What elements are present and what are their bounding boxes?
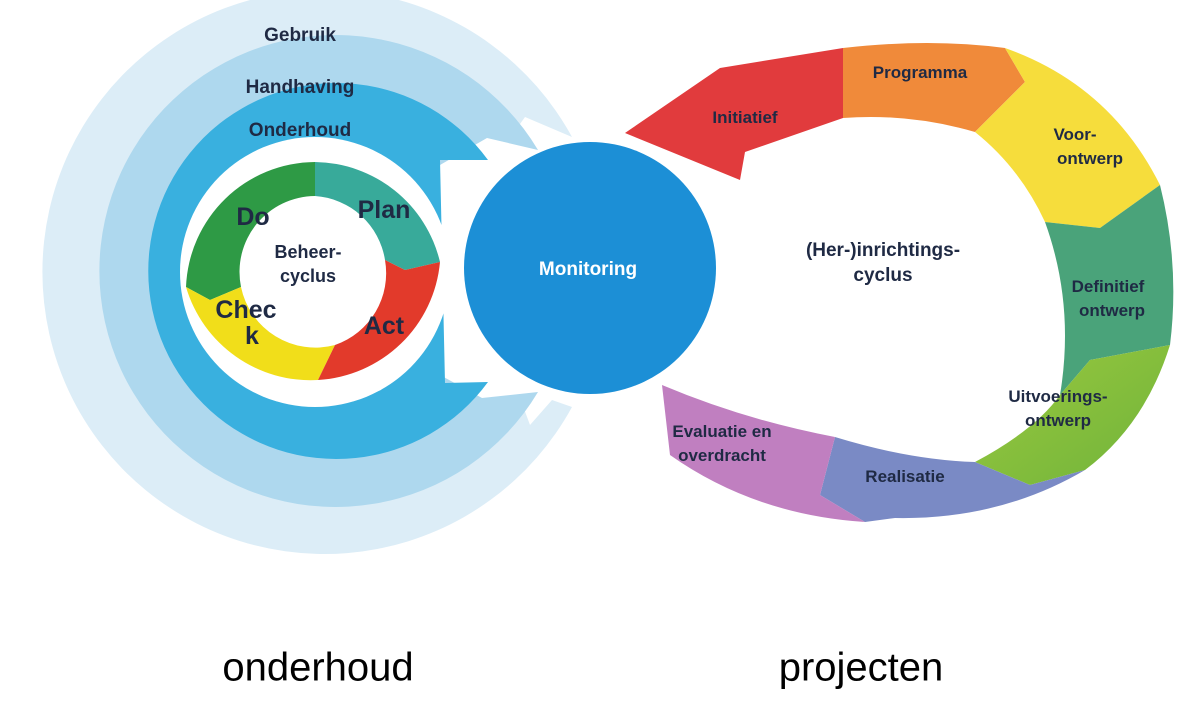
cycle-diagram: Gebruik Handhaving Onderhoud Do Plan Che…	[42, 0, 1174, 554]
ring-label-gebruik: Gebruik	[264, 25, 336, 46]
monitoring-group: Monitoring	[464, 142, 716, 394]
quadrant-label-check-1: Chec	[215, 296, 276, 324]
beheer-center-label-2: cyclus	[280, 266, 336, 286]
caption-projecten: projecten	[778, 645, 944, 690]
phase-voorontwerp	[975, 48, 1160, 228]
phase-uitvoering	[975, 345, 1170, 485]
phase-label-realisatie: Realisatie	[865, 467, 944, 486]
phase-label-evaluatie-2: overdracht	[678, 446, 766, 465]
inrichting-center-label-1: (Her-)inrichtings-	[806, 240, 960, 261]
phase-label-definitief-1: Definitief	[1072, 277, 1145, 296]
phase-label-evaluatie-1: Evaluatie en	[672, 422, 771, 441]
phase-label-definitief-2: ontwerp	[1079, 301, 1145, 320]
quadrant-label-do: Do	[236, 203, 269, 231]
monitoring-circle	[464, 142, 716, 394]
quadrant-label-act: Act	[364, 312, 405, 340]
segment-plan	[315, 162, 440, 270]
phase-label-programma: Programma	[873, 63, 968, 82]
phase-initiatief	[625, 48, 843, 180]
quadrant-label-plan: Plan	[358, 196, 411, 224]
monitoring-label: Monitoring	[539, 259, 637, 280]
caption-onderhoud: onderhoud	[222, 645, 414, 690]
ring-label-handhaving: Handhaving	[246, 77, 355, 98]
beheer-cycle-group: Gebruik Handhaving Onderhoud Do Plan Che…	[42, 0, 572, 554]
phase-label-uitvoering-1: Uitvoerings-	[1008, 387, 1107, 406]
phase-programma	[843, 43, 1025, 132]
phase-label-uitvoering-2: ontwerp	[1025, 411, 1091, 430]
phase-evaluatie	[662, 385, 865, 522]
ring-label-onderhoud: Onderhoud	[249, 120, 351, 141]
phase-definitief	[1045, 185, 1174, 395]
phase-label-voorontwerp-1: Voor-	[1053, 125, 1096, 144]
phase-realisatie	[820, 437, 1085, 522]
quadrant-label-check-2: k	[245, 322, 259, 350]
segment-check	[186, 287, 335, 381]
phase-label-initiatief: Initiatief	[712, 108, 778, 127]
beheer-center	[252, 209, 364, 321]
inrichting-cycle-group: (Her-)inrichtings- cyclus Initiatief Pro…	[625, 43, 1174, 522]
beheer-center-label-1: Beheer-	[274, 242, 341, 262]
segment-act	[318, 260, 440, 380]
inrichting-center-label-2: cyclus	[853, 265, 912, 286]
phase-label-voorontwerp-2: ontwerp	[1057, 149, 1123, 168]
segment-do	[186, 162, 315, 300]
